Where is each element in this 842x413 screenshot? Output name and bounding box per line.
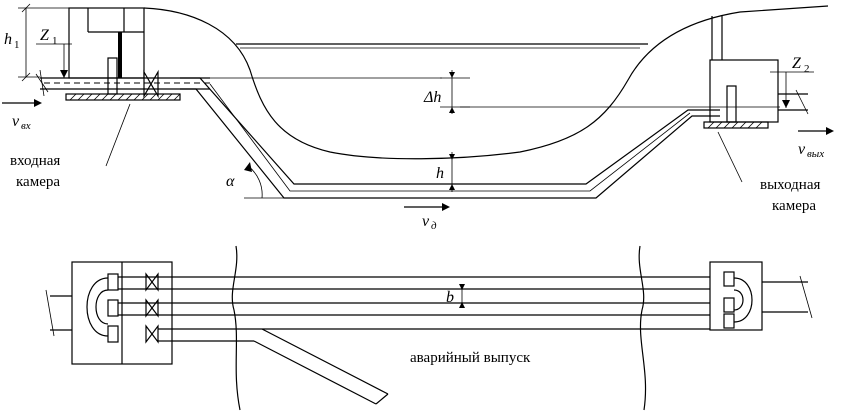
outlet-label-line2: камера xyxy=(772,198,816,214)
h1-subscript: 1 xyxy=(14,39,20,51)
v-out-subscript: вых xyxy=(807,148,824,160)
h-label: h xyxy=(436,165,444,182)
h-dimension: h xyxy=(436,152,455,192)
b-dimension: b xyxy=(446,284,465,308)
outlet-label: выходная камера xyxy=(717,131,820,214)
inlet-label-line2: камера xyxy=(16,174,60,190)
v-d-label: v xyxy=(422,213,430,230)
outlet-chamber-plan xyxy=(709,261,813,331)
z1-subscript: 1 xyxy=(52,35,58,47)
emergency-outlet-label: аварийный выпуск xyxy=(410,350,531,366)
profile-view: h 1 xyxy=(2,3,834,232)
outlet-chamber xyxy=(703,16,809,129)
v-out-label: v xyxy=(798,141,806,158)
alpha-angle: α xyxy=(226,162,284,199)
z2-subscript: 2 xyxy=(804,63,810,75)
inlet-label-line1: входная xyxy=(10,153,60,169)
h1-label: h xyxy=(4,31,12,48)
v-in-subscript: вх xyxy=(21,120,31,132)
plan-view: аварийный выпуск b xyxy=(45,245,813,411)
inlet-chamber-plan xyxy=(45,261,173,365)
inlet-label: входная камера xyxy=(10,103,131,190)
delta-h-label: Δh xyxy=(423,89,441,106)
z2-dimension: Z 2 xyxy=(770,55,814,108)
alpha-label: α xyxy=(226,173,235,190)
b-label: b xyxy=(446,289,454,306)
v-d-arrow: v д xyxy=(404,203,450,232)
inlet-chamber xyxy=(35,7,210,101)
z1-dimension: Z 1 xyxy=(36,27,72,78)
outlet-label-line1: выходная xyxy=(760,177,820,193)
delta-h-dimension: Δh xyxy=(423,70,470,114)
v-in-label: v xyxy=(12,113,20,130)
emergency-outlet: аварийный выпуск xyxy=(253,328,531,405)
siphon-pipe xyxy=(180,77,720,199)
z2-label: Z xyxy=(792,55,802,72)
river-bank-profile xyxy=(143,5,829,160)
siphon-pipes-plan xyxy=(118,276,710,342)
v-in-arrow: v вх xyxy=(2,99,42,132)
v-out-arrow: v вых xyxy=(798,127,834,160)
right-bank-line xyxy=(638,245,647,411)
v-d-subscript: д xyxy=(431,220,437,232)
z1-label: Z xyxy=(40,27,50,44)
left-bank-line xyxy=(231,245,241,411)
